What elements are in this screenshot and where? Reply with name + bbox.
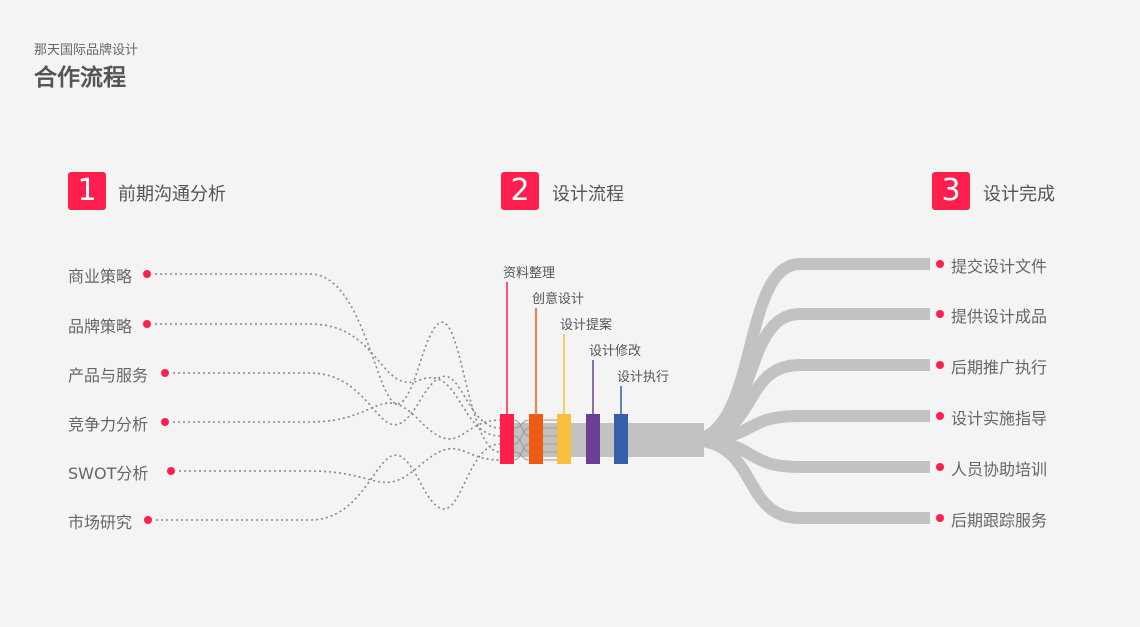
bullet-dot — [161, 369, 169, 377]
bullet-dot — [143, 270, 151, 278]
left-item-0: 商业策略 — [68, 267, 133, 286]
left-item-1: 品牌策略 — [68, 317, 133, 336]
bullet-dot — [167, 467, 175, 475]
section-2-title: 设计流程 — [552, 184, 624, 205]
stage-label-0: 资料整理 — [503, 266, 556, 281]
cross-line — [513, 443, 530, 461]
right-item-5: 后期跟踪服务 — [951, 511, 1048, 530]
section-2-badge: 2 — [501, 172, 539, 210]
section-3-title: 设计完成 — [983, 184, 1055, 205]
cross-line — [513, 419, 530, 437]
dotted-connector — [156, 443, 501, 521]
dotted-connector — [155, 323, 501, 437]
stage-bar — [586, 414, 600, 464]
bullet-dot — [936, 412, 944, 420]
section-1-badge: 1 — [68, 172, 106, 210]
section-3-badge: 3 — [932, 172, 970, 210]
dotted-connector — [173, 372, 501, 429]
stage-bar — [500, 414, 514, 464]
stage-label-1: 创意设计 — [532, 292, 585, 307]
dotted-connector — [155, 273, 501, 453]
bullet-dot — [143, 320, 151, 328]
cross-line — [513, 435, 530, 453]
stage-label-3: 设计修改 — [589, 344, 642, 359]
dotted-connector — [179, 447, 501, 484]
bullet-dot — [936, 463, 944, 471]
cross-line — [513, 427, 530, 445]
stage-bar — [614, 414, 628, 464]
bullet-dot — [936, 260, 944, 268]
band-trunk — [514, 423, 704, 457]
right-item-1: 提供设计成品 — [951, 307, 1048, 326]
bullet-dot — [936, 361, 944, 369]
band-branch — [689, 434, 930, 524]
bullet-dot — [936, 514, 944, 522]
bullet-dot — [936, 310, 944, 318]
left-item-4: SWOT分析 — [68, 464, 149, 483]
stage-label-2: 设计提案 — [560, 318, 613, 333]
right-item-3: 设计实施指导 — [951, 409, 1048, 428]
stage-bar — [529, 414, 543, 464]
bullet-dot — [161, 418, 169, 426]
left-item-3: 竞争力分析 — [68, 415, 149, 434]
right-item-0: 提交设计文件 — [951, 257, 1048, 276]
stage-label-4: 设计执行 — [617, 370, 670, 385]
dotted-connector — [173, 402, 501, 440]
right-item-2: 后期推广执行 — [951, 358, 1048, 377]
right-item-4: 人员协助培训 — [951, 460, 1048, 479]
section-1-title: 前期沟通分析 — [118, 184, 226, 205]
left-item-2: 产品与服务 — [68, 366, 149, 385]
brand-name: 那天国际品牌设计 — [34, 43, 139, 58]
bullet-dot — [144, 516, 152, 524]
page-title: 合作流程 — [34, 65, 126, 91]
cross-line — [513, 419, 530, 429]
cross-line — [513, 451, 530, 461]
band-branch — [689, 359, 930, 446]
left-item-5: 市场研究 — [68, 513, 133, 532]
stage-bar — [557, 414, 571, 464]
